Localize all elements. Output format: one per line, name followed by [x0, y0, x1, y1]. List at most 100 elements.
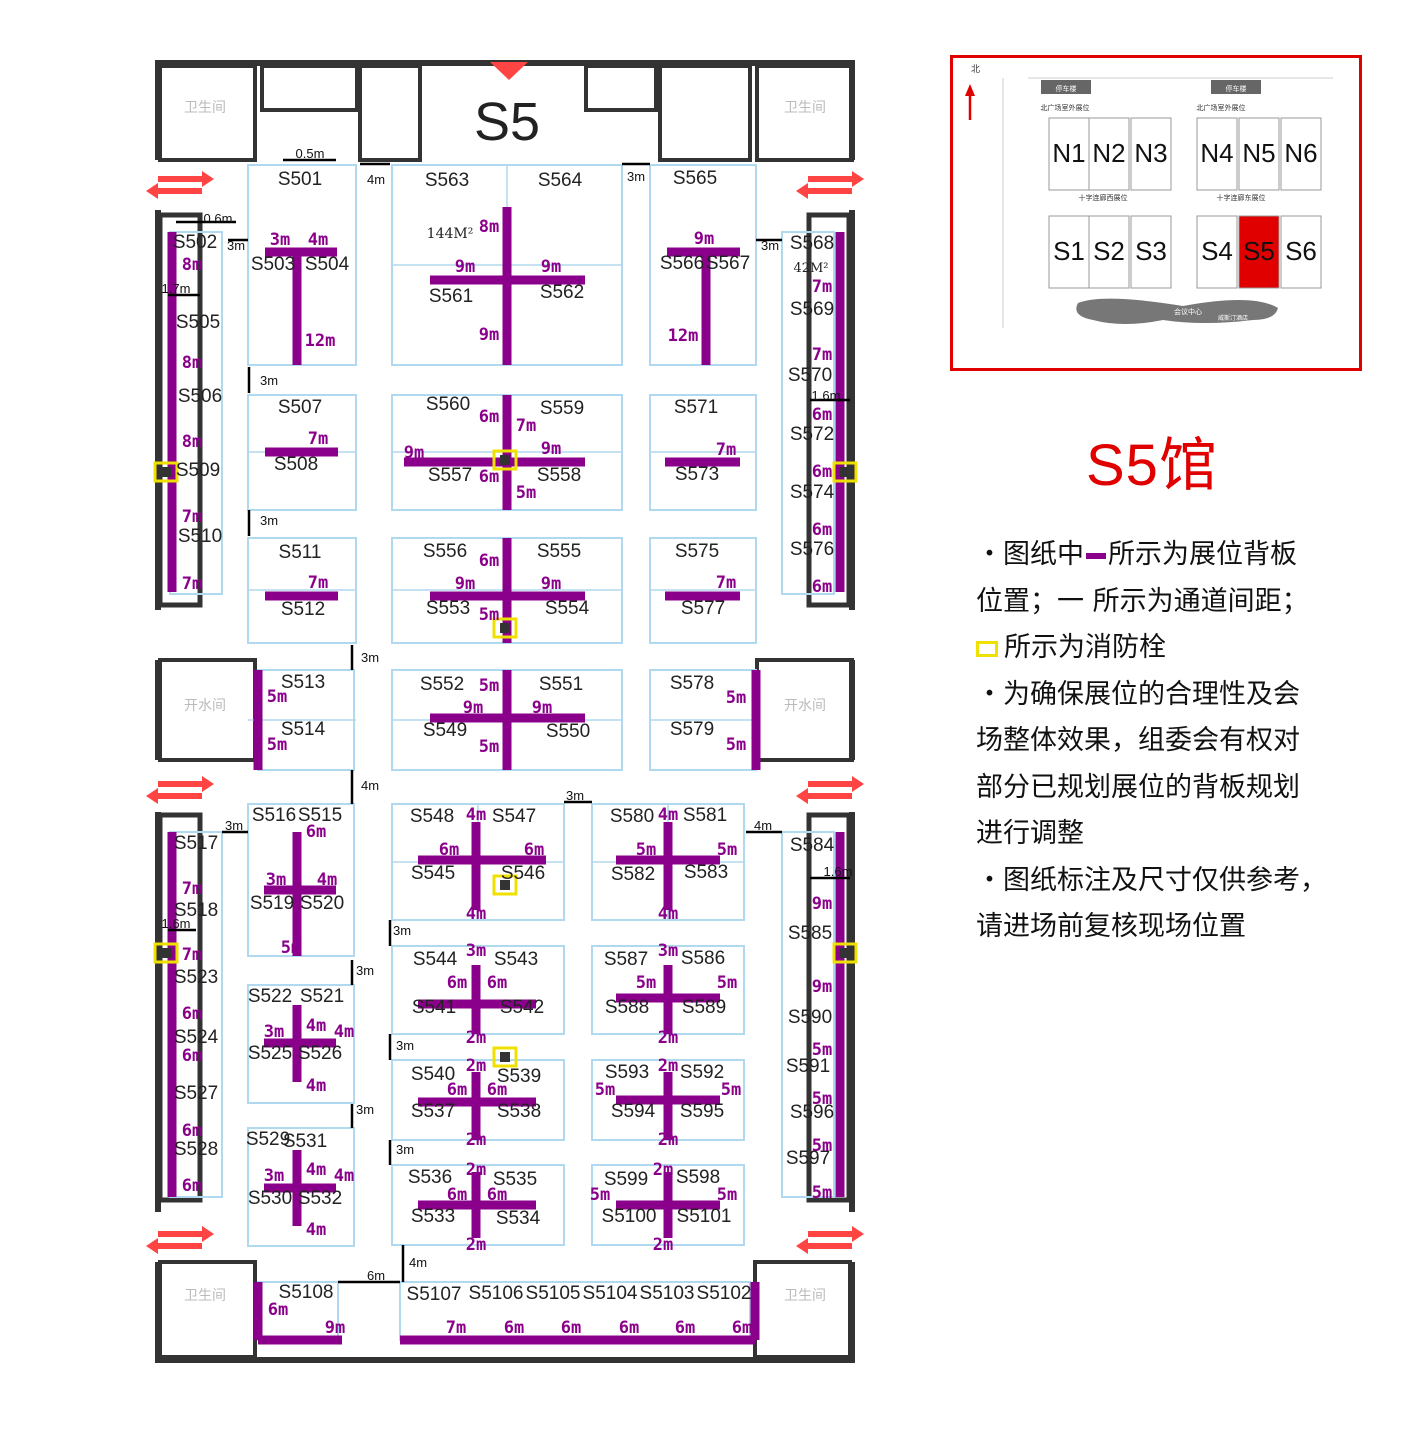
booth-label-s537: S537 — [411, 1101, 455, 1122]
backboard-dimension: 2m — [466, 1028, 486, 1048]
aisle-label: 4m — [367, 172, 385, 187]
booth-label-s554: S554 — [545, 598, 590, 619]
booth-label-s550: S550 — [546, 721, 590, 742]
service-room-label: 卫生间 — [184, 1288, 226, 1304]
booth-label-s579: S579 — [670, 719, 714, 740]
booth-label-s5108: S5108 — [279, 1282, 334, 1303]
booth-label-s505: S505 — [176, 312, 220, 333]
booth-block — [781, 231, 835, 595]
booth-label-s530: S530 — [248, 1188, 292, 1209]
hall-title: S5馆 — [1086, 433, 1218, 498]
wall-segment — [155, 1357, 855, 1363]
overview-hall-s4: S4 — [1201, 236, 1233, 266]
exit-arrow-icon — [796, 1226, 864, 1254]
wall-segment — [849, 812, 855, 1212]
booth-label-s551: S551 — [539, 674, 583, 695]
booth-label-s509: S509 — [176, 460, 220, 481]
service-room — [753, 1260, 852, 1359]
exit-arrow-icon — [146, 171, 214, 199]
booth-label-s527: S527 — [174, 1083, 218, 1104]
booth-label-s546: S546 — [501, 863, 545, 884]
booth-label-s544: S544 — [413, 949, 458, 970]
hydrant-icon — [492, 617, 518, 639]
booth-label-s508: S508 — [274, 454, 318, 475]
backboard-dimension: 5m — [717, 1185, 737, 1205]
booth-label-s580: S580 — [610, 806, 654, 827]
cross-east-label: 十字连廊东展位 — [1217, 193, 1266, 202]
booth-label-s585: S585 — [788, 923, 832, 944]
booth-label-s564: S564 — [538, 170, 583, 191]
booth-label-s523: S523 — [174, 967, 218, 988]
backboard-dimension: 5m — [812, 1136, 832, 1156]
service-room — [755, 64, 854, 162]
aisle-label: 3m — [361, 650, 379, 665]
backboard-dimension: 5m — [812, 1040, 832, 1060]
booth-label-s571: S571 — [674, 397, 718, 418]
backboard-dimension: 5m — [812, 1183, 832, 1203]
booth-label-s588: S588 — [605, 997, 649, 1018]
overview-hall-box — [1280, 215, 1322, 289]
legend-notes: ・图纸中所示为展位背板 位置；一 所示为通道间距； 所示为消防栓 ・为确保展位的… — [976, 532, 1396, 951]
booth-label-s502: S502 — [173, 232, 217, 253]
service-room — [158, 64, 257, 162]
backboard-dimension: 4m — [466, 904, 486, 924]
parking-label-left: 停车楼 — [1056, 84, 1077, 93]
backboard-dimension: 6m — [524, 840, 544, 860]
hydrant-icon — [153, 461, 179, 483]
booth-label-s591: S591 — [786, 1056, 830, 1077]
booth-label-s592: S592 — [680, 1062, 724, 1083]
booth-label-s545: S545 — [411, 863, 455, 884]
booth-label-s5100: S5100 — [602, 1206, 657, 1227]
wall-segment — [849, 210, 855, 610]
backboard-dimension: 5m — [636, 840, 656, 860]
backboard-dimension: 7m — [716, 573, 736, 593]
booth-label-s513: S513 — [281, 672, 325, 693]
overview-hall-box — [1280, 117, 1322, 191]
note-line-3: 所示为消防栓 — [976, 625, 1396, 672]
backboard-dimension: 5m — [516, 483, 536, 503]
booth-block — [247, 1127, 355, 1247]
backboard-dimension: 4m — [317, 870, 337, 890]
backboard-dimension: 9m — [541, 257, 561, 277]
booth-label-s522: S522 — [248, 986, 292, 1007]
booth-label-s525: S525 — [248, 1043, 292, 1064]
overview-hall-n6: N6 — [1284, 138, 1317, 168]
location-key-map: 停车楼 停车楼 北广场室外展位 北广场室外展位 十字连廊西展位 十字连廊东展位 … — [950, 55, 1362, 371]
booth-label-s540: S540 — [411, 1064, 455, 1085]
side-rail — [806, 212, 852, 608]
note-line-1: ・图纸中所示为展位背板 — [976, 539, 1297, 570]
booth-label-s538: S538 — [497, 1101, 541, 1122]
aisle-label: 3m — [396, 1142, 414, 1157]
booth-label-s555: S555 — [537, 541, 581, 562]
booth-label-s572: S572 — [790, 424, 834, 445]
backboard-dimension: 9m — [541, 439, 561, 459]
service-room-label: 卫生间 — [784, 100, 826, 116]
aisle-label: 3m — [260, 513, 278, 528]
backboard-dimension: 12m — [305, 331, 336, 351]
booth-label-s582: S582 — [611, 864, 655, 885]
aisle-label: 1.6m — [162, 916, 191, 931]
booth-label-s547: S547 — [492, 806, 536, 827]
aisle-label: 3m — [356, 1102, 374, 1117]
aisle-label: 3m — [627, 169, 645, 184]
booth-label-s569: S569 — [790, 299, 834, 320]
backboard-dimension: 3m — [270, 230, 290, 250]
booth-label-s520: S520 — [300, 893, 344, 914]
backboard-dimension: 7m — [182, 879, 202, 899]
booth-label-s526: S526 — [298, 1043, 342, 1064]
backboard-dimension: 5m — [267, 735, 287, 755]
backboard-dimension: 2m — [466, 1130, 486, 1150]
hydrant-symbol — [976, 640, 998, 657]
backboard-dimension: 6m — [675, 1318, 695, 1338]
overview-hall-s2: S2 — [1093, 236, 1125, 266]
aisle-label: 4m — [361, 778, 379, 793]
overview-hall-n1: N1 — [1052, 138, 1085, 168]
booth-label-s567: S567 — [706, 253, 750, 274]
booth-label-s557: S557 — [428, 465, 472, 486]
backboard-dimension: 6m — [487, 973, 507, 993]
aisle-label: 3m — [393, 923, 411, 938]
backboard-dimension: 9m — [812, 894, 832, 914]
aisle-label: 1.7m — [162, 281, 191, 296]
backboard-dimension: 6m — [487, 1080, 507, 1100]
